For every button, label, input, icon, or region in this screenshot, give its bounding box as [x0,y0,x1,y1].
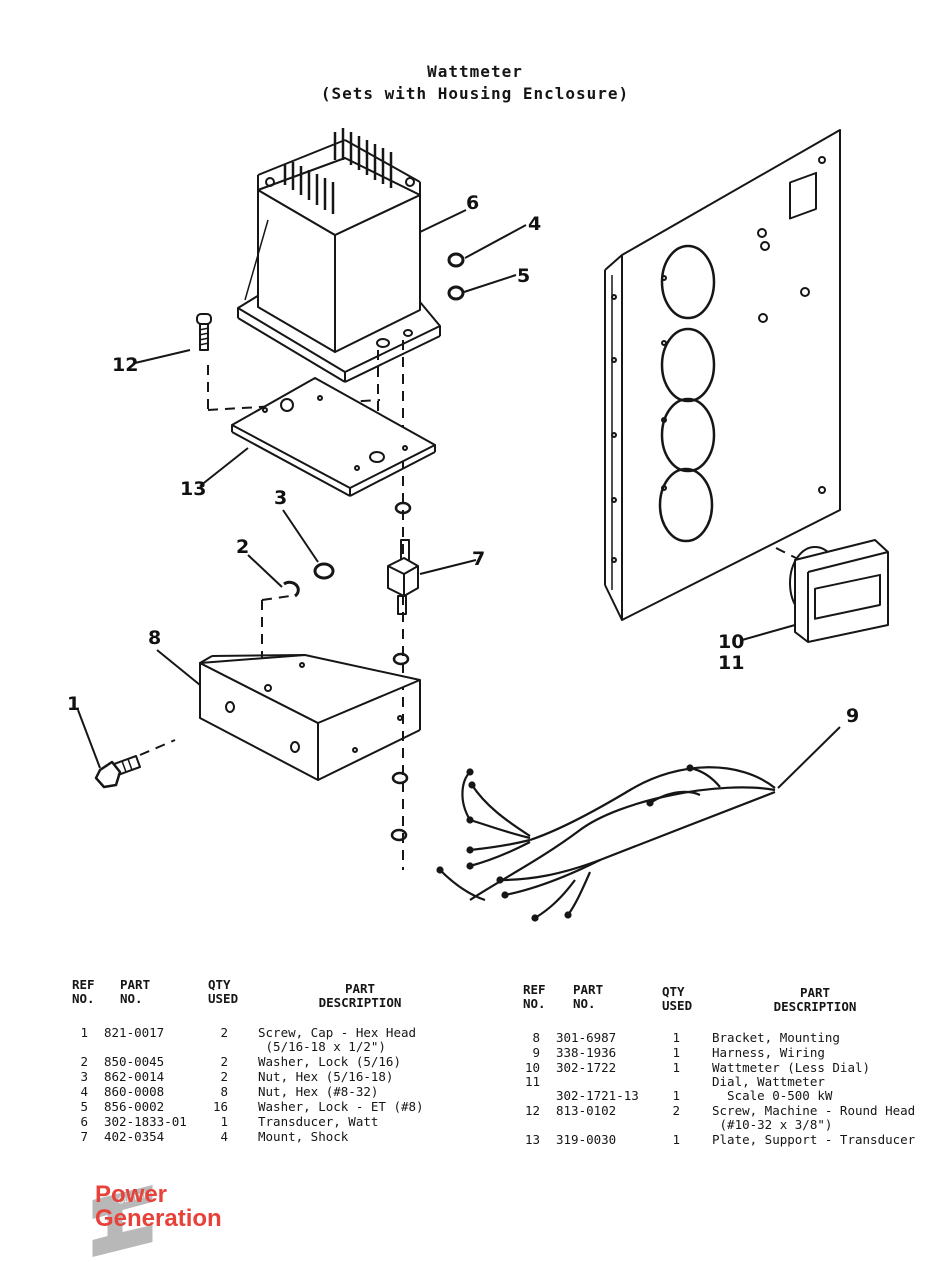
front-panel [604,129,841,621]
cell-ref: 11 [524,1074,540,1089]
support-plate [231,377,436,497]
cell-desc: Plate, Support - Transducer [712,1132,916,1147]
cell-ref: 5 [80,1099,88,1114]
callout-2: 2 [236,536,249,558]
cell-qty: 1 [672,1030,680,1045]
cell-ref: 2 [80,1054,88,1069]
callout-10: 10 [718,631,744,653]
cell-desc: (5/16-18 x 1/2") [258,1039,386,1054]
cell-desc: Dial, Wattmeter [712,1074,825,1089]
brand-generation: Generation [95,1205,222,1232]
cell-part: 302-1833-01 [104,1114,187,1129]
callout-9: 9 [846,705,859,727]
brand-power: Power [95,1181,168,1208]
cell-desc: Mount, Shock [258,1129,349,1144]
cell-part: 856-0002 [104,1099,165,1114]
cell-desc: Wattmeter (Less Dial) [712,1060,871,1075]
callout-13: 13 [180,478,206,500]
callout-6: 6 [466,192,479,214]
cell-desc: Nut, Hex (#8-32) [258,1084,379,1099]
cell-qty: 16 [212,1099,228,1114]
cell-desc: Transducer, Watt [258,1114,379,1129]
wiring-harness [436,764,776,922]
cell-desc: Harness, Wiring [712,1045,825,1060]
cell-qty: 1 [220,1114,228,1129]
cell-ref: 6 [80,1114,88,1129]
callout-8: 8 [148,627,161,649]
callout-4: 4 [528,213,541,235]
cell-qty: 2 [220,1069,228,1084]
page-title: Wattmeter [427,62,523,81]
cell-part: 862-0014 [104,1069,165,1084]
cell-ref: 13 [524,1132,540,1147]
wattmeter [789,539,889,643]
cell-part: 319-0030 [556,1132,617,1147]
cell-part: 813-0102 [556,1103,617,1118]
mounting-bracket [199,654,421,781]
cell-desc: Scale 0-500 kW [712,1088,833,1103]
cell-qty: 2 [220,1025,228,1040]
cell-desc: Washer, Lock - ET (#8) [258,1099,424,1114]
callout-3: 3 [274,487,287,509]
cell-part: 301-6987 [556,1030,617,1045]
machine-screw [196,313,212,351]
cell-desc: Nut, Hex (5/16-18) [258,1069,394,1084]
cell-qty: 1 [672,1060,680,1075]
cell-part: 302-1721-13 [556,1088,639,1103]
cell-part: 338-1936 [556,1045,617,1060]
cell-ref: 10 [524,1060,540,1075]
cell-part: 402-0354 [104,1129,165,1144]
cell-qty: 1 [672,1045,680,1060]
cell-desc: Screw, Cap - Hex Head [258,1025,417,1040]
cell-qty: 2 [672,1103,680,1118]
cell-ref: 9 [532,1045,540,1060]
cell-part: 302-1722 [556,1060,617,1075]
cell-ref: 8 [532,1030,540,1045]
shock-mount [387,539,419,615]
cell-part: 860-0008 [104,1084,165,1099]
cell-qty: 8 [220,1084,228,1099]
cell-qty: 1 [672,1132,680,1147]
cell-ref: 1 [80,1025,88,1040]
exploded-parts-diagram: 6 4 5 12 13 3 2 7 8 1 9 10 11 [67,128,889,922]
cell-desc: Bracket, Mounting [712,1030,840,1045]
callout-12: 12 [112,354,138,376]
cell-qty: 2 [220,1054,228,1069]
cell-desc: Screw, Machine - Round Head [712,1103,916,1118]
cell-ref: 4 [80,1084,88,1099]
cell-desc: Washer, Lock (5/16) [258,1054,401,1069]
hex-cap-screw [94,755,141,789]
callout-1: 1 [67,693,80,715]
cell-qty: 1 [672,1088,680,1103]
cell-desc: (#10-32 x 3/8") [712,1117,833,1132]
callout-5: 5 [517,265,530,287]
cell-ref: 3 [80,1069,88,1084]
page-subtitle: (Sets with Housing Enclosure) [320,84,630,103]
cummins-logo: Cummins [92,1185,156,1257]
cell-ref: 7 [80,1129,88,1144]
transducer-box [237,128,441,383]
cell-qty: 4 [220,1129,228,1144]
callout-7: 7 [472,548,485,570]
cell-part: 850-0045 [104,1054,165,1069]
cell-ref: 12 [524,1103,540,1118]
callout-11: 11 [718,652,744,674]
cell-part: 821-0017 [104,1025,165,1040]
